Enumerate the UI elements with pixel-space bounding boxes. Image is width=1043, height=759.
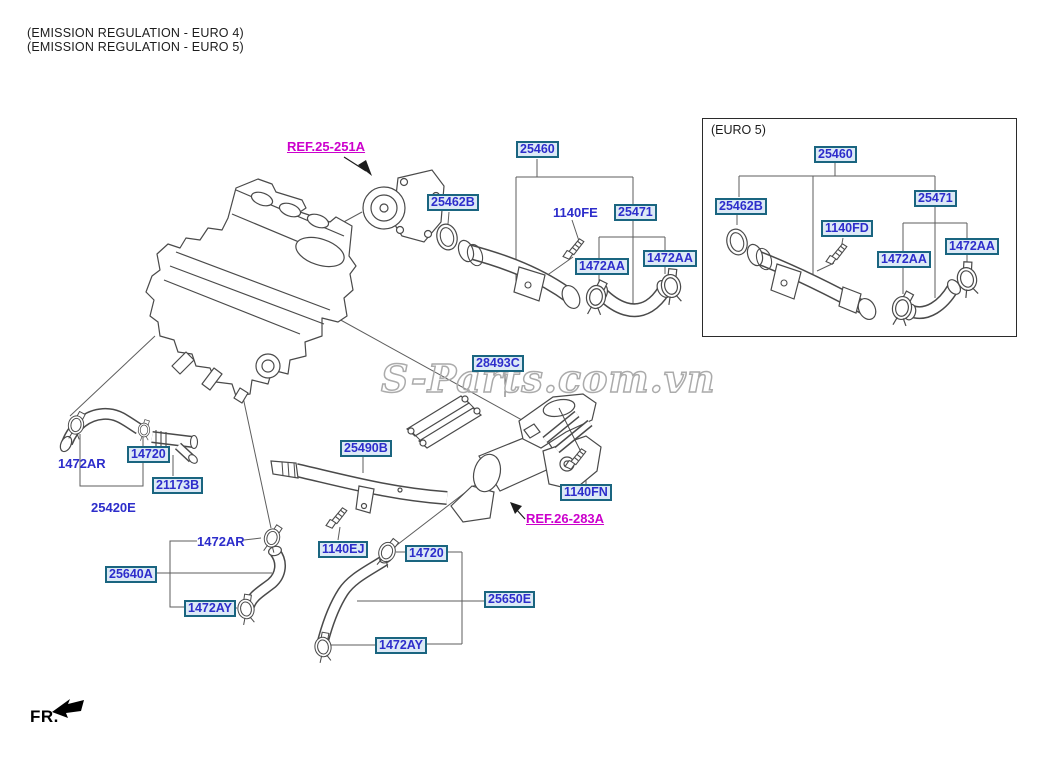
heading-euro5: (EMISSION REGULATION - EURO 5) xyxy=(27,40,244,54)
hose-25471-drawing xyxy=(583,266,685,318)
part-label-1472ay[interactable]: 1472AY xyxy=(375,637,428,654)
pipe-25460-drawing xyxy=(436,223,581,309)
part-label-1472aa[interactable]: 1472AA xyxy=(643,250,697,267)
part-label-14720[interactable]: 14720 xyxy=(405,545,448,562)
part-label-25471-euro5[interactable]: 25471 xyxy=(914,190,957,207)
engine-line-art xyxy=(145,178,357,404)
part-label-25462b-euro5[interactable]: 25462B xyxy=(715,198,767,215)
hose-25420e-drawing xyxy=(59,407,199,464)
part-label-21173b[interactable]: 21173B xyxy=(152,477,204,494)
hose-25640a-drawing xyxy=(234,522,286,626)
ref-link-25-251a[interactable]: REF.25-251A xyxy=(287,139,366,154)
front-direction-icon xyxy=(52,699,84,718)
heading-euro4: (EMISSION REGULATION - EURO 4) xyxy=(27,26,244,40)
part-label-28493c[interactable]: 28493C xyxy=(472,355,524,372)
ref-link-26-283a[interactable]: REF.26-283A xyxy=(526,511,605,526)
euro5-panel-art xyxy=(726,228,982,328)
ref-arrow-26-283a xyxy=(510,502,526,520)
part-label-1472ay[interactable]: 1472AY xyxy=(184,600,237,617)
part-label-25490b[interactable]: 25490B xyxy=(340,440,392,457)
part-label-1472ar[interactable]: 1472AR xyxy=(197,534,245,549)
hose-25650e-drawing xyxy=(312,534,401,664)
part-label-25420e[interactable]: 25420E xyxy=(91,500,136,515)
bolt-1140ej-drawing xyxy=(323,506,350,531)
euro5-panel: (EURO 5) xyxy=(702,118,1017,337)
part-label-14720[interactable]: 14720 xyxy=(127,446,170,463)
part-label-1140ej[interactable]: 1140EJ xyxy=(318,541,369,558)
part-label-25650e[interactable]: 25650E xyxy=(484,591,536,608)
part-label-1472aa[interactable]: 1472AA xyxy=(575,258,629,275)
ref-arrow-25-251a xyxy=(343,156,372,176)
part-label-1472aa-euro5[interactable]: 1472AA xyxy=(945,238,999,255)
part-label-1140fe[interactable]: 1140FE xyxy=(553,205,598,220)
part-label-25471[interactable]: 25471 xyxy=(614,204,657,221)
part-label-25640a[interactable]: 25640A xyxy=(105,566,157,583)
front-direction-label: FR. xyxy=(30,707,59,726)
part-label-1140fn[interactable]: 1140FN xyxy=(560,484,612,501)
euro5-panel-title: (EURO 5) xyxy=(711,123,766,137)
part-label-1472ar[interactable]: 1472AR xyxy=(58,456,106,471)
bracket-28493c-drawing xyxy=(405,395,483,449)
part-label-25462b[interactable]: 25462B xyxy=(427,194,479,211)
part-label-1472aa-euro5[interactable]: 1472AA xyxy=(877,251,931,268)
part-label-25460-euro5[interactable]: 25460 xyxy=(814,146,857,163)
egr-assembly-drawing xyxy=(270,393,602,523)
part-label-25460[interactable]: 25460 xyxy=(516,141,559,158)
part-label-1140fd-euro5[interactable]: 1140FD xyxy=(821,220,873,237)
